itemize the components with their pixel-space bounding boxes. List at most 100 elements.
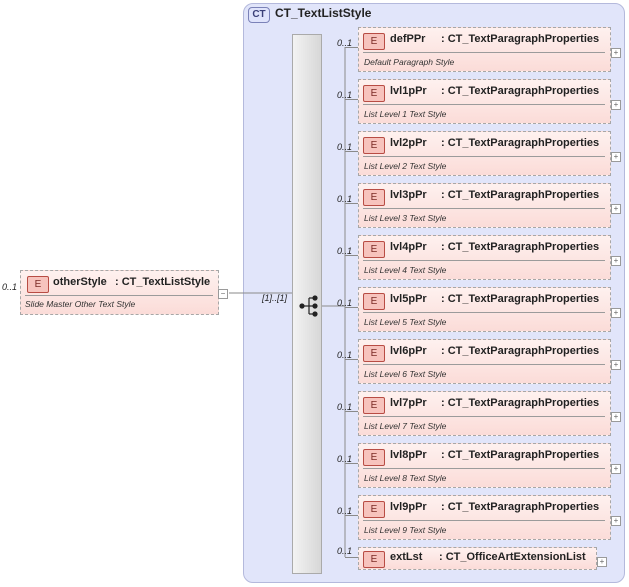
separator bbox=[363, 312, 605, 313]
element-documentation: List Level 4 Text Style bbox=[364, 265, 447, 275]
child-multiplicity: 0..1 bbox=[337, 38, 353, 48]
child-multiplicity: 0..1 bbox=[337, 90, 353, 100]
expand-toggle-icon[interactable]: + bbox=[611, 204, 621, 214]
element-badge: E bbox=[363, 397, 385, 414]
expand-toggle-icon[interactable]: + bbox=[611, 516, 621, 526]
element-badge: E bbox=[363, 449, 385, 466]
element-documentation: Default Paragraph Style bbox=[364, 57, 455, 67]
complex-type-title: CT_TextListStyle bbox=[275, 6, 372, 20]
expand-toggle-icon[interactable]: + bbox=[611, 464, 621, 474]
element-badge: E bbox=[363, 551, 385, 568]
element-type: : CT_TextParagraphProperties bbox=[441, 33, 600, 45]
element-name: defPPr bbox=[390, 33, 426, 45]
child-connector bbox=[345, 463, 358, 464]
expand-toggle-icon[interactable]: + bbox=[597, 557, 607, 567]
child-multiplicity: 0..1 bbox=[337, 298, 353, 308]
element-type: : CT_TextParagraphProperties bbox=[441, 241, 600, 253]
child-multiplicity: 0..1 bbox=[337, 350, 353, 360]
collapse-toggle-icon[interactable]: − bbox=[218, 289, 228, 299]
element-type: : CT_TextParagraphProperties bbox=[441, 137, 600, 149]
element-badge: E bbox=[363, 137, 385, 154]
element-documentation: List Level 9 Text Style bbox=[364, 525, 447, 535]
element-name: lvl9pPr bbox=[390, 501, 427, 513]
separator bbox=[363, 416, 605, 417]
child-connector bbox=[345, 151, 358, 152]
expand-toggle-icon[interactable]: + bbox=[611, 256, 621, 266]
expand-toggle-icon[interactable]: + bbox=[611, 152, 621, 162]
child-connector bbox=[345, 307, 358, 308]
sequence-multiplicity: [1]..[1] bbox=[262, 293, 288, 303]
expand-toggle-icon[interactable]: + bbox=[611, 360, 621, 370]
expand-toggle-icon[interactable]: + bbox=[611, 100, 621, 110]
root-multiplicity: 0..1 bbox=[2, 282, 18, 292]
element-documentation: List Level 5 Text Style bbox=[364, 317, 447, 327]
element-badge: E bbox=[363, 501, 385, 518]
element-type: : CT_OfficeArtExtensionList bbox=[439, 551, 586, 563]
element-name: lvl5pPr bbox=[390, 293, 427, 305]
element-type: : CT_TextParagraphProperties bbox=[441, 501, 600, 513]
child-multiplicity: 0..1 bbox=[337, 402, 353, 412]
element-documentation: List Level 3 Text Style bbox=[364, 213, 447, 223]
separator bbox=[363, 208, 605, 209]
expand-toggle-icon[interactable]: + bbox=[611, 48, 621, 58]
child-connector bbox=[345, 411, 358, 412]
element-name: lvl1pPr bbox=[390, 85, 427, 97]
expand-toggle-icon[interactable]: + bbox=[611, 308, 621, 318]
element-name: otherStyle bbox=[53, 276, 107, 288]
element-documentation: List Level 2 Text Style bbox=[364, 161, 447, 171]
element-badge: E bbox=[363, 241, 385, 258]
element-badge: E bbox=[363, 33, 385, 50]
element-type: : CT_TextParagraphProperties bbox=[441, 189, 600, 201]
element-type: : CT_TextParagraphProperties bbox=[441, 85, 600, 97]
sequence-bar bbox=[292, 34, 322, 574]
separator bbox=[363, 260, 605, 261]
element-type: : CT_TextParagraphProperties bbox=[441, 397, 600, 409]
root-element-card[interactable]: E otherStyle : CT_TextListStyle Slide Ma… bbox=[20, 270, 219, 315]
element-badge: E bbox=[363, 345, 385, 362]
separator bbox=[363, 104, 605, 105]
element-name: lvl2pPr bbox=[390, 137, 427, 149]
complex-type-badge: CT bbox=[248, 7, 270, 23]
element-name: lvl6pPr bbox=[390, 345, 427, 357]
element-type: : CT_TextParagraphProperties bbox=[441, 345, 600, 357]
element-documentation: Slide Master Other Text Style bbox=[25, 299, 136, 309]
separator bbox=[363, 52, 605, 53]
element-badge: E bbox=[363, 85, 385, 102]
element-documentation: List Level 6 Text Style bbox=[364, 369, 447, 379]
separator bbox=[363, 520, 605, 521]
child-multiplicity: 0..1 bbox=[337, 142, 353, 152]
element-type: : CT_TextParagraphProperties bbox=[441, 449, 600, 461]
element-badge: E bbox=[363, 293, 385, 310]
separator bbox=[363, 364, 605, 365]
child-multiplicity: 0..1 bbox=[337, 246, 353, 256]
child-connector bbox=[345, 515, 358, 516]
expand-toggle-icon[interactable]: + bbox=[611, 412, 621, 422]
child-multiplicity: 0..1 bbox=[337, 506, 353, 516]
ext-connector bbox=[345, 557, 358, 558]
element-type: : CT_TextParagraphProperties bbox=[441, 293, 600, 305]
child-connector bbox=[345, 255, 358, 256]
separator bbox=[363, 468, 605, 469]
element-name: lvl3pPr bbox=[390, 189, 427, 201]
element-documentation: List Level 7 Text Style bbox=[364, 421, 447, 431]
element-name: lvl8pPr bbox=[390, 449, 427, 461]
child-connector bbox=[345, 99, 358, 100]
child-multiplicity: 0..1 bbox=[337, 454, 353, 464]
element-documentation: List Level 8 Text Style bbox=[364, 473, 447, 483]
element-name: lvl7pPr bbox=[390, 397, 427, 409]
element-badge: E bbox=[27, 276, 49, 293]
element-name: lvl4pPr bbox=[390, 241, 427, 253]
element-badge: E bbox=[363, 189, 385, 206]
